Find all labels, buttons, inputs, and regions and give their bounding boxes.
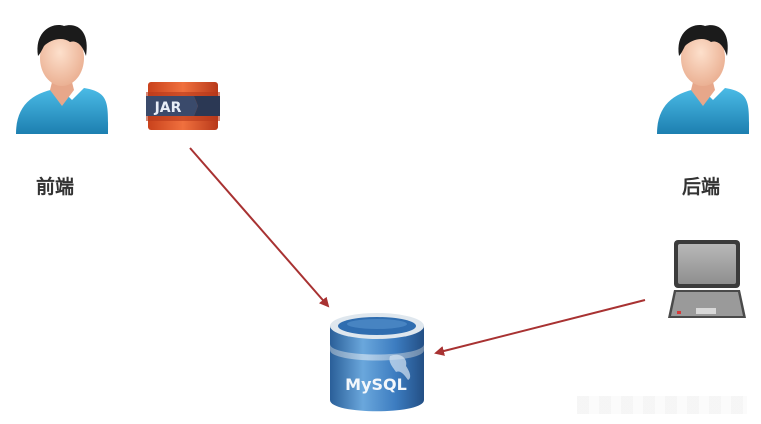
mysql-database-icon: MySQL xyxy=(330,313,424,412)
backend-label: 后端 xyxy=(682,176,721,198)
laptop-icon xyxy=(668,240,746,318)
mysql-label: MySQL xyxy=(345,375,407,394)
jar-label: JAR xyxy=(154,100,182,116)
frontend-label: 前端 xyxy=(36,176,75,198)
watermark-strip xyxy=(577,396,747,414)
frontend-user-icon xyxy=(16,25,109,134)
arrow-laptop-to-database xyxy=(434,299,646,356)
backend-user-icon xyxy=(657,25,750,134)
jar-file-icon: JAR xyxy=(146,82,220,130)
arrow-jar-to-database xyxy=(189,147,330,308)
